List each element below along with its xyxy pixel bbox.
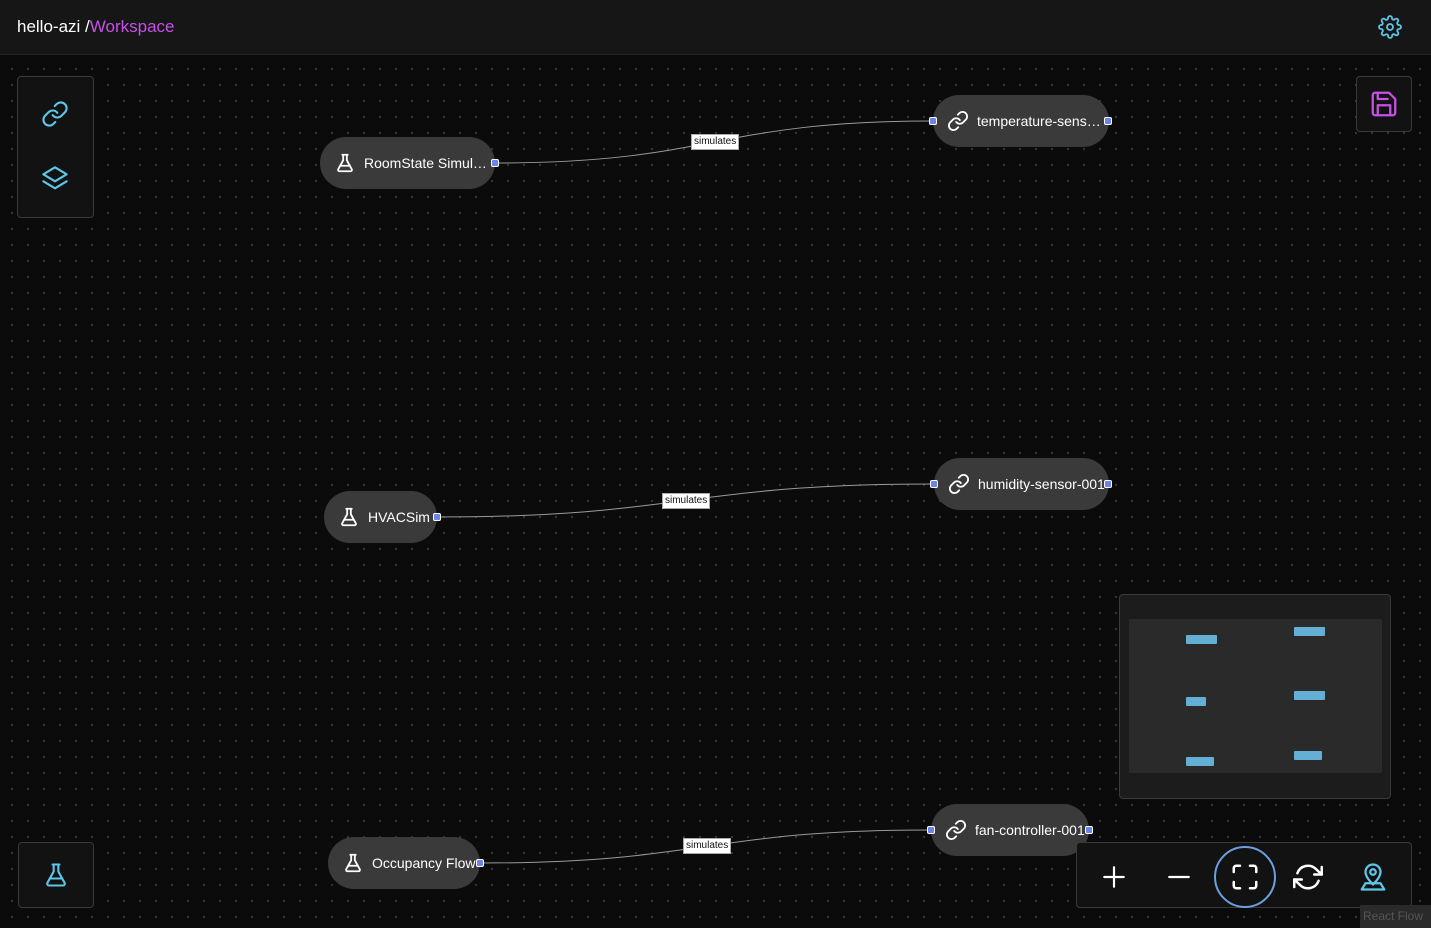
gear-icon[interactable]: [1378, 15, 1402, 39]
breadcrumb-separator: /: [80, 17, 90, 36]
flask-icon: [334, 152, 356, 174]
breadcrumb: hello-azi /Workspace: [17, 17, 174, 37]
flask-icon[interactable]: [36, 855, 76, 895]
node-temperature-sensor[interactable]: temperature-sens…: [933, 95, 1109, 147]
minimap-node: [1294, 751, 1322, 760]
node-label: fan-controller-001: [975, 822, 1085, 838]
breadcrumb-workspace[interactable]: Workspace: [89, 17, 175, 36]
node-roomstate-simulation[interactable]: RoomState Simul…: [320, 137, 495, 189]
link-icon: [947, 110, 969, 132]
minimap-viewport: [1129, 619, 1382, 773]
minus-icon[interactable]: [1150, 848, 1208, 906]
flask-icon: [342, 852, 364, 874]
edge-label[interactable]: simulates: [683, 838, 732, 854]
edge-label[interactable]: simulates: [691, 134, 740, 150]
flask-icon: [338, 506, 360, 528]
minimap[interactable]: [1119, 594, 1391, 799]
node-handle-target[interactable]: [927, 826, 935, 834]
minimap-node: [1186, 635, 1217, 644]
link-icon: [948, 473, 970, 495]
node-occupancy-flow[interactable]: Occupancy Flow: [328, 837, 480, 889]
map-pin-icon[interactable]: [1344, 848, 1402, 906]
link-icon: [945, 819, 967, 841]
fit-view-icon[interactable]: [1214, 846, 1276, 908]
save-panel: [1356, 76, 1412, 132]
node-handle-source[interactable]: [476, 859, 484, 867]
node-hvacsim[interactable]: HVACSim: [324, 491, 437, 543]
node-humidity-sensor[interactable]: humidity-sensor-001: [934, 458, 1109, 510]
node-fan-controller[interactable]: fan-controller-001: [931, 804, 1089, 856]
left-toolbar: [17, 76, 94, 218]
layers-icon[interactable]: [35, 159, 75, 199]
node-label: Occupancy Flow: [372, 855, 476, 871]
link-icon[interactable]: [35, 94, 75, 134]
node-handle-source[interactable]: [1085, 826, 1093, 834]
node-label: temperature-sens…: [977, 113, 1101, 129]
top-bar: hello-azi /Workspace: [0, 0, 1431, 55]
minimap-node: [1186, 697, 1206, 706]
plus-icon[interactable]: [1085, 848, 1143, 906]
react-flow-attribution[interactable]: React Flow: [1360, 905, 1431, 928]
refresh-icon[interactable]: [1279, 848, 1337, 906]
node-handle-target[interactable]: [929, 117, 937, 125]
minimap-node: [1294, 691, 1325, 700]
node-handle-source[interactable]: [1104, 480, 1112, 488]
node-handle-target[interactable]: [930, 480, 938, 488]
node-handle-source[interactable]: [491, 159, 499, 167]
save-icon[interactable]: [1364, 84, 1404, 124]
flow-controls: [1076, 842, 1412, 908]
breadcrumb-user[interactable]: hello-azi: [17, 17, 81, 36]
node-label: HVACSim: [368, 509, 430, 525]
node-label: RoomState Simul…: [364, 155, 487, 171]
edge-label[interactable]: simulates: [662, 493, 711, 509]
node-label: humidity-sensor-001: [978, 476, 1105, 492]
minimap-node: [1294, 627, 1325, 636]
node-handle-source[interactable]: [433, 513, 441, 521]
simulation-panel: [18, 842, 94, 908]
node-handle-source[interactable]: [1104, 117, 1112, 125]
minimap-node: [1186, 757, 1214, 766]
